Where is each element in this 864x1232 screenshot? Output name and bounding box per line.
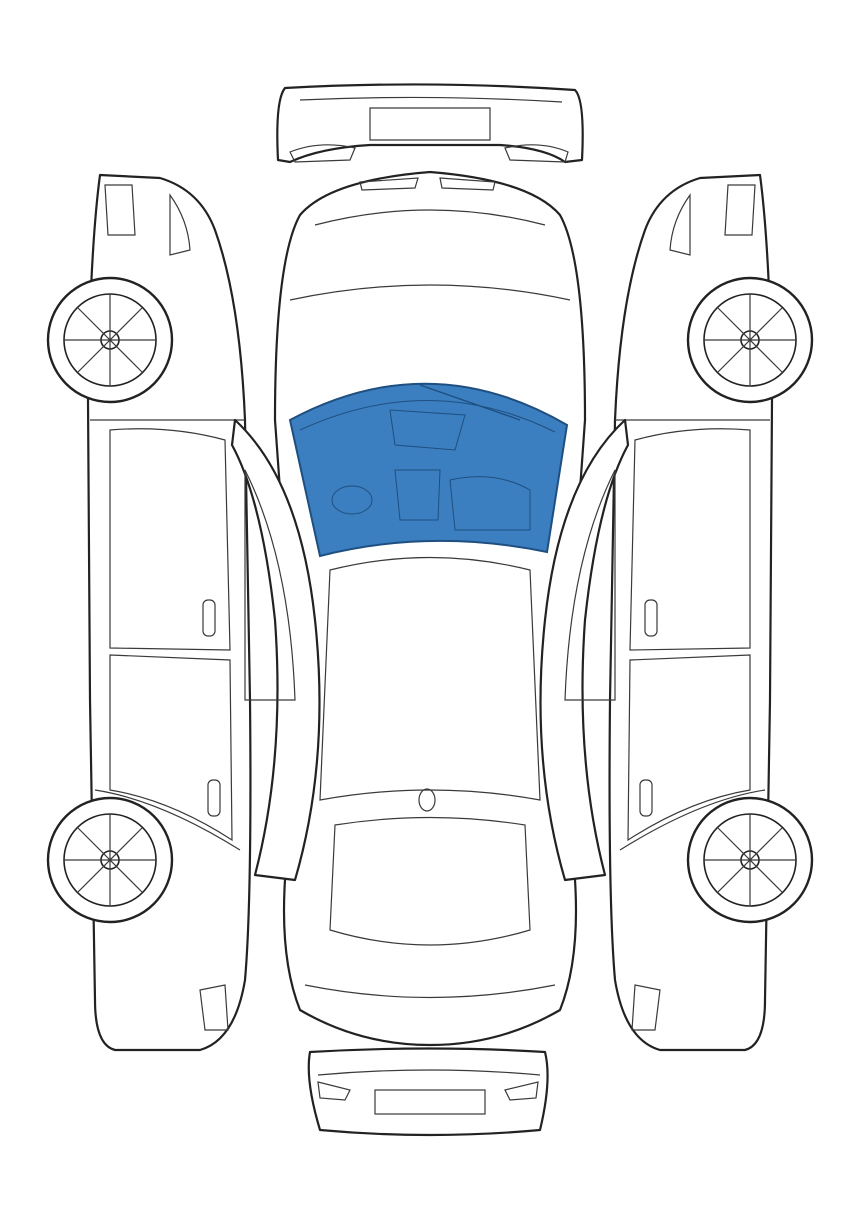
front-bumper-part[interactable] bbox=[307, 1047, 549, 1137]
left-front-wheel[interactable] bbox=[46, 276, 174, 404]
windshield-part-highlighted[interactable] bbox=[288, 382, 569, 558]
rear-bumper-part[interactable] bbox=[276, 83, 584, 164]
left-rear-wheel[interactable] bbox=[46, 796, 174, 924]
car-left-side-view bbox=[46, 173, 321, 1052]
car-top-view bbox=[273, 170, 587, 1047]
